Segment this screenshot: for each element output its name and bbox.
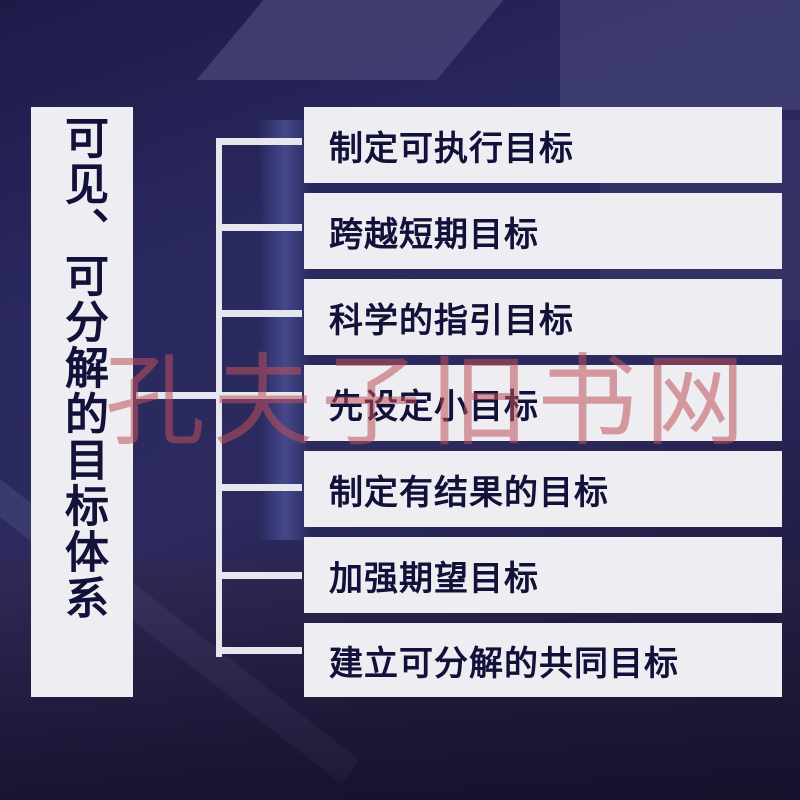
goal-item: 建立可分解的共同目标 bbox=[304, 623, 782, 697]
goal-item: 跨越短期目标 bbox=[304, 193, 782, 269]
goal-item: 制定可执行目标 bbox=[304, 107, 782, 183]
background-pillar bbox=[260, 120, 310, 540]
title-panel: 可见、可分解的目标体系 bbox=[31, 107, 133, 697]
tree-branch-line bbox=[222, 224, 302, 231]
tree-branch-line bbox=[222, 572, 302, 579]
goal-item-label: 跨越短期目标 bbox=[329, 214, 539, 255]
background-stair-shape bbox=[560, 0, 800, 110]
goal-item-label: 建立可分解的共同目标 bbox=[329, 643, 679, 684]
goal-item: 科学的指引目标 bbox=[304, 279, 782, 355]
tree-branch-line bbox=[222, 484, 302, 491]
goal-item-label: 制定有结果的目标 bbox=[329, 472, 609, 513]
background-stair-shape bbox=[196, 0, 504, 80]
goal-item: 制定有结果的目标 bbox=[304, 451, 782, 527]
tree-branch-line-main bbox=[136, 392, 302, 399]
tree-branch-line bbox=[222, 310, 302, 317]
goal-item: 加强期望目标 bbox=[304, 537, 782, 613]
goal-item-label: 科学的指引目标 bbox=[329, 300, 574, 341]
title-text: 可见、可分解的目标体系 bbox=[57, 115, 108, 621]
goal-item-label: 先设定小目标 bbox=[329, 386, 539, 427]
goal-item-label: 加强期望目标 bbox=[329, 558, 539, 599]
tree-branch-line bbox=[222, 138, 302, 145]
goal-item-label: 制定可执行目标 bbox=[329, 128, 574, 169]
goal-item: 先设定小目标 bbox=[304, 365, 782, 441]
tree-branch-line bbox=[222, 647, 302, 654]
